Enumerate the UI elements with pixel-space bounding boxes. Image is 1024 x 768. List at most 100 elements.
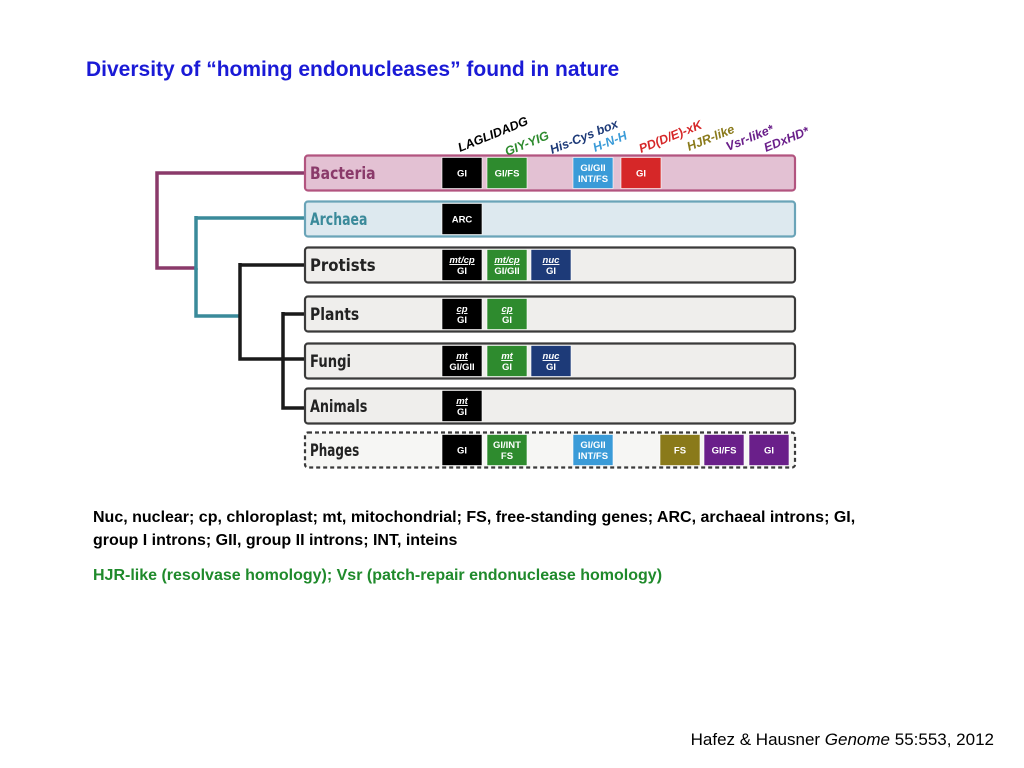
citation-authors: Hafez & Hausner (690, 730, 821, 749)
cell-vsr: GI/FS (703, 434, 745, 466)
row-label: Bacteria (310, 164, 376, 184)
citation-reference: 55:553, 2012 (894, 730, 994, 749)
cell-type-text: GI/FS (712, 446, 737, 457)
cell-box (530, 345, 572, 377)
cell-type-text: ARC (452, 215, 473, 226)
cell-type-text: FS (674, 446, 686, 457)
row-label: Phages (310, 441, 359, 461)
cell-type-text: GI/INT (493, 440, 521, 451)
abbreviation-legend: Nuc, nuclear; cp, chloroplast; mt, mitoc… (93, 509, 856, 549)
cell-location-text: nuc (543, 351, 561, 362)
cell-type-text: GI (457, 315, 467, 326)
cell-box (486, 345, 528, 377)
cell-giyyig: GI/FS (486, 157, 528, 189)
tree-branch-root-lower (194, 268, 240, 318)
cell-box (441, 390, 483, 422)
cell-box (620, 157, 662, 189)
cell-location-text: mt/cp (449, 255, 475, 266)
row-frame (303, 154, 797, 192)
cell-type-text: GI (636, 169, 646, 180)
citation: Hafez & Hausner Genome 55:553, 2012 (691, 730, 994, 750)
row-frame (303, 295, 797, 333)
cell-box (486, 249, 528, 281)
row-frame (303, 387, 797, 425)
cell-location-text: nuc (543, 255, 561, 266)
cell-type-text: GI (764, 446, 774, 457)
cell-box (441, 249, 483, 281)
phylogenetic-tree (155, 171, 305, 410)
cell-location-text: mt/cp (494, 255, 520, 266)
cell-location-text: mt (456, 351, 468, 362)
row-frame (303, 200, 797, 238)
homology-note: HJR-like (resolvase homology); Vsr (patc… (93, 567, 663, 584)
cell-type-text: GI/GII (494, 266, 519, 277)
cell-type-text: GI/FS (495, 169, 520, 180)
cell-laglidadg: ARC (441, 203, 483, 235)
cell-box (486, 157, 528, 189)
cell-pdexk: GI (620, 157, 662, 189)
cell-type-text: GI (457, 407, 467, 418)
cell-box (441, 157, 483, 189)
cell-location-text: mt (501, 351, 513, 362)
cell-box (659, 434, 701, 466)
cell-type-text: INT/FS (578, 174, 608, 185)
cell-type-text: INT/FS (578, 451, 608, 462)
cell-type-text: GI (457, 446, 467, 457)
cell-box (441, 434, 483, 466)
tree-branch-plants-animals (281, 312, 305, 410)
row-label: Protists (310, 256, 376, 276)
cell-box (703, 434, 745, 466)
cell-box (486, 298, 528, 330)
cell-type-text: GI/GII (580, 440, 605, 451)
cell-box (572, 434, 614, 466)
slide-title: Diversity of “homing endonucleases” foun… (86, 58, 620, 81)
cell-type-text: FS (501, 451, 513, 462)
cell-type-text: GI (457, 169, 467, 180)
cell-type-text: GI (502, 315, 512, 326)
cell-box (441, 203, 483, 235)
cell-box (486, 434, 528, 466)
cell-box (530, 249, 572, 281)
cell-type-text: GI/GII (580, 163, 605, 174)
cell-edxhd: GI (748, 434, 790, 466)
row-archaea: Archaea ARC (303, 200, 797, 238)
row-label: Animals (310, 397, 367, 417)
tree-branch-eukaryotes (238, 263, 283, 361)
cell-location-text: cp (456, 304, 467, 315)
cell-location-text: mt (456, 396, 468, 407)
row-label: Fungi (310, 352, 351, 372)
cell-type-text: GI (502, 362, 512, 373)
cell-location-text: cp (501, 304, 512, 315)
citation-journal: Genome (824, 730, 890, 749)
cell-box (572, 157, 614, 189)
cell-laglidadg: GI (441, 157, 483, 189)
tree-branch-bacteria (155, 171, 305, 270)
row-label: Plants (310, 305, 359, 325)
cell-type-text: GI (546, 362, 556, 373)
cell-type-text: GI (546, 266, 556, 277)
cell-box (441, 345, 483, 377)
cell-hjr: FS (659, 434, 701, 466)
cell-type-text: GI/GII (449, 362, 474, 373)
row-label: Archaea (310, 210, 367, 230)
